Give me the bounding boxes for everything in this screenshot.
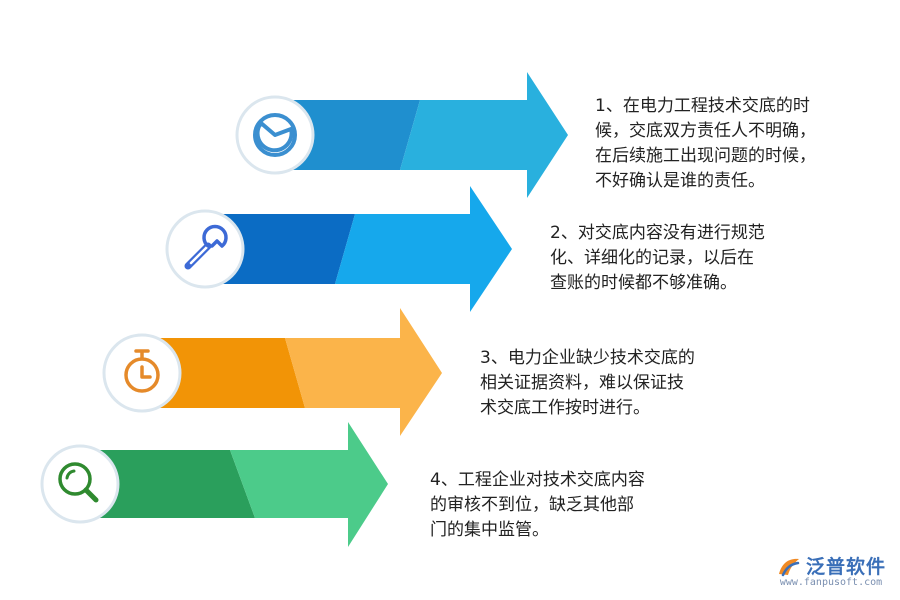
- item-3-line-1: 3、电力企业缺少技术交底的: [480, 348, 695, 368]
- wrench-icon: [184, 224, 228, 270]
- arrow-2: [165, 186, 512, 312]
- arrow-4-body-light: [230, 422, 388, 547]
- item-1-line-4: 不好确认是谁的责任。: [595, 171, 765, 191]
- arrow-3-body-light: [285, 308, 442, 436]
- brand-logo: 泛普软件 www.fanpusoft.com: [776, 552, 886, 588]
- arrow-1: [235, 72, 568, 198]
- item-4-text: 4、工程企业对技术交底内容 的审核不到位，缺乏其他部 门的集中监管。: [430, 468, 645, 543]
- arrow-3-body-dark: [142, 338, 305, 408]
- item-1-text: 1、在电力工程技术交底的时 候，交底双方责任人不明确， 在后续施工出现问题的时候…: [595, 94, 816, 194]
- arrow-4: [40, 422, 388, 547]
- item-2-line-3: 查账的时候都不够准确。: [550, 273, 737, 293]
- arrow-4-body-dark: [80, 450, 255, 518]
- stopwatch-icon: [124, 349, 160, 393]
- item-1-line-2: 候，交底双方责任人不明确，: [595, 121, 816, 141]
- item-4-line-1: 4、工程企业对技术交底内容: [430, 470, 645, 490]
- item-2-line-2: 化、详细化的记录，以后在: [550, 248, 754, 268]
- item-2-text: 2、对交底内容没有进行规范 化、详细化的记录，以后在 查账的时候都不够准确。: [550, 221, 765, 296]
- logo-name: 泛普软件: [805, 556, 886, 578]
- arrow-2-body-dark: [205, 214, 355, 284]
- item-2-line-1: 2、对交底内容没有进行规范: [550, 223, 765, 243]
- logo-icon: [778, 558, 800, 576]
- item-1-line-3: 在后续施工出现问题的时候，: [595, 146, 816, 166]
- arrow-1-body-light: [400, 72, 568, 198]
- item-4-line-2: 的审核不到位，缺乏其他部: [430, 495, 634, 515]
- item-4-line-3: 门的集中监管。: [430, 520, 549, 540]
- item-3-text: 3、电力企业缺少技术交底的 相关证据资料，难以保证技 术交底工作按时进行。: [480, 346, 695, 421]
- item-3-line-2: 相关证据资料，难以保证技: [480, 373, 684, 393]
- magnifier-icon: [58, 462, 99, 503]
- pie-chart-icon: [253, 113, 297, 157]
- logo-url: www.fanpusoft.com: [779, 577, 883, 588]
- item-3-line-3: 术交底工作按时进行。: [480, 398, 650, 418]
- arrow-3: [102, 308, 442, 436]
- arrow-4-icon-circle: [40, 444, 120, 524]
- arrow-2-body-light: [335, 186, 512, 312]
- item-1-line-1: 1、在电力工程技术交底的时: [595, 96, 810, 116]
- arrow-1-body-dark: [275, 100, 420, 170]
